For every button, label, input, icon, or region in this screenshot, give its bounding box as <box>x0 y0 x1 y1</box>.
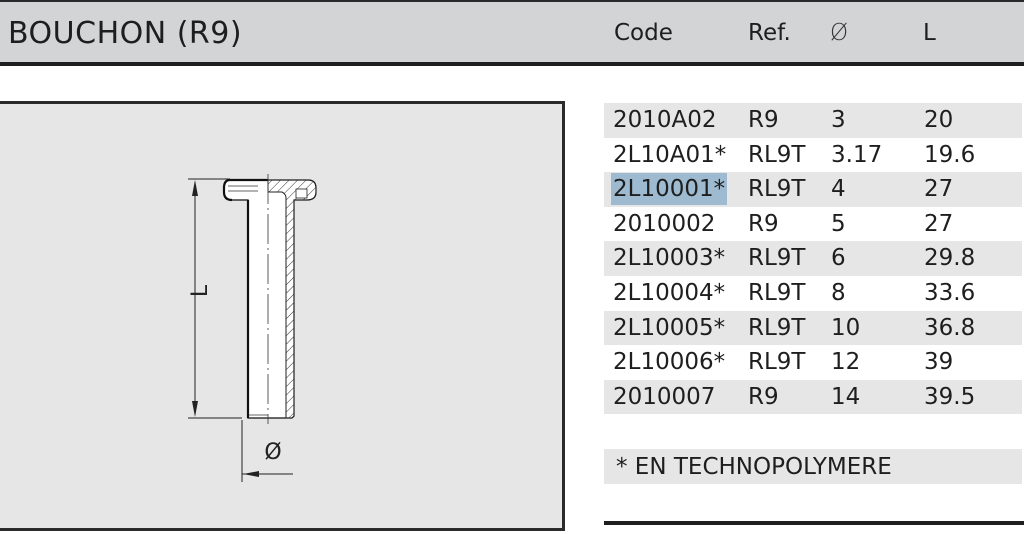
column-header-code: Code <box>614 20 673 46</box>
length-cell: 39.5 <box>924 383 976 410</box>
diameter-cell: 14 <box>831 383 861 410</box>
ref-cell: R9 <box>748 107 779 133</box>
ref-cell: R9 <box>748 383 779 410</box>
diameter-dimension-label: Ø <box>264 440 281 465</box>
table-row[interactable]: 2L10A01* RL9T 3.17 19.6 <box>604 138 1022 173</box>
diameter-cell: 5 <box>831 210 846 237</box>
table-row[interactable]: 2L10003* RL9T 6 29.8 <box>604 241 1022 276</box>
table-row[interactable]: 2L10004* RL9T 8 33.6 <box>604 276 1022 311</box>
footnote-band: * EN TECHNOPOLYMERE <box>604 449 1022 484</box>
diameter-cell: 6 <box>831 245 846 272</box>
diameter-cell: 4 <box>831 176 846 203</box>
code-cell[interactable]: 2L10005* <box>613 314 726 341</box>
length-dimension-label: L <box>188 284 213 297</box>
code-cell[interactable]: 2010002 <box>613 210 716 237</box>
table-row-selected[interactable]: 2L10001* RL9T 4 27 <box>604 172 1022 207</box>
table-row[interactable]: 2L10006* RL9T 12 39 <box>604 345 1022 380</box>
code-cell-selected[interactable]: 2L10001* <box>611 173 728 206</box>
code-cell[interactable]: 2L10A01* <box>613 141 727 168</box>
ref-cell: RL9T <box>748 314 806 341</box>
ref-cell: RL9T <box>748 349 806 376</box>
length-cell: 36.8 <box>924 314 976 341</box>
diameter-cell: 12 <box>831 349 861 376</box>
footnote-text: * EN TECHNOPOLYMERE <box>616 454 892 480</box>
ref-cell: RL9T <box>748 279 806 306</box>
code-cell[interactable]: 2010A02 <box>613 107 717 133</box>
ref-cell: R9 <box>748 210 779 237</box>
diameter-cell: 3.17 <box>831 141 883 168</box>
table-row[interactable]: 2010002 R9 5 27 <box>604 207 1022 242</box>
header-bar: BOUCHON (R9) Code Ref. Ø L <box>0 0 1024 66</box>
page-title: BOUCHON (R9) <box>8 16 243 51</box>
ref-cell: RL9T <box>748 141 806 168</box>
column-header-ref: Ref. <box>748 20 791 46</box>
code-cell[interactable]: 2L10003* <box>613 245 726 272</box>
length-cell: 20 <box>924 107 954 133</box>
ref-cell: RL9T <box>748 176 806 203</box>
code-cell[interactable]: 2L10006* <box>613 349 726 376</box>
code-cell[interactable]: 2010007 <box>613 383 716 410</box>
product-table: 2010A02 R9 3 20 2L10A01* RL9T 3.17 19.6 … <box>604 103 1022 415</box>
diameter-cell: 10 <box>831 314 861 341</box>
table-row[interactable]: 2010007 R9 14 39.5 <box>604 379 1022 415</box>
code-cell[interactable]: 2L10004* <box>613 279 726 306</box>
table-row[interactable]: 2010A02 R9 3 20 <box>604 103 1022 138</box>
length-cell: 19.6 <box>924 141 976 168</box>
diameter-cell: 8 <box>831 279 846 306</box>
plug-drawing-icon: L Ø <box>188 174 317 482</box>
bottom-divider <box>604 521 1024 525</box>
length-cell: 27 <box>924 210 954 237</box>
column-header-diameter: Ø <box>830 20 849 46</box>
length-cell: 39 <box>924 349 954 376</box>
length-cell: 29.8 <box>924 245 976 272</box>
length-cell: 27 <box>924 176 954 203</box>
technical-drawing-panel: L Ø <box>0 101 565 531</box>
table-row[interactable]: 2L10005* RL9T 10 36.8 <box>604 310 1022 346</box>
column-header-length: L <box>923 20 936 46</box>
ref-cell: RL9T <box>748 245 806 272</box>
diameter-cell: 3 <box>831 107 846 133</box>
length-cell: 33.6 <box>924 279 976 306</box>
